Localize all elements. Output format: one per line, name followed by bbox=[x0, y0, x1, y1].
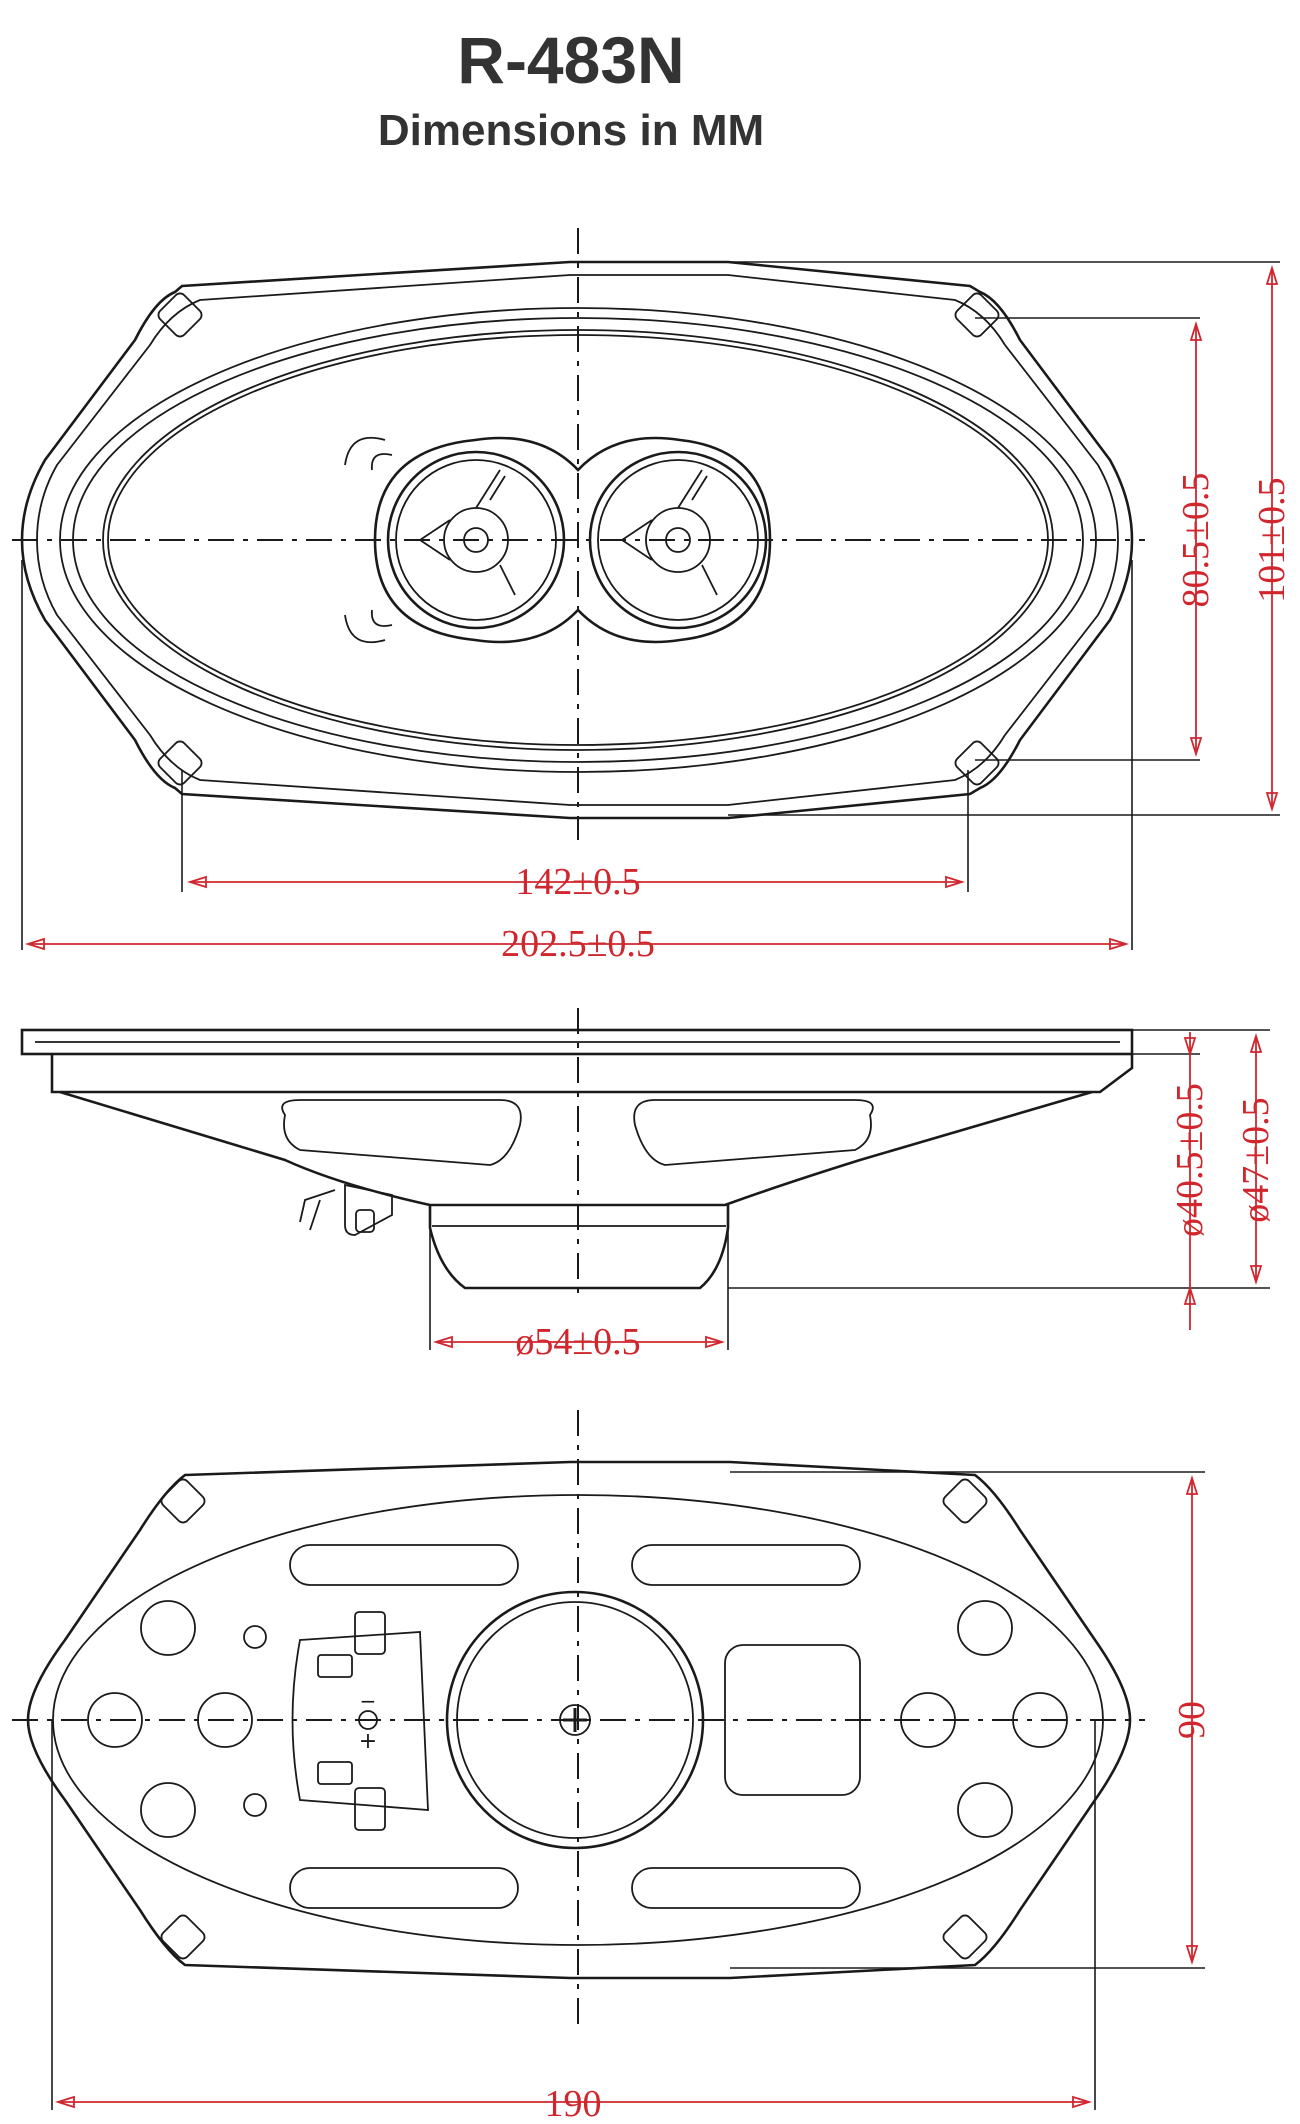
top-view: 142±0.5 202.5±0.5 80.5±0.5 101±0.5 bbox=[12, 228, 1293, 965]
rear-slot-tr bbox=[631, 1544, 861, 1586]
rear-mount-hole-bl bbox=[160, 1914, 206, 1960]
dim-arrows-190 bbox=[54, 2095, 1093, 2109]
rear-terminal-pos-post bbox=[317, 1761, 353, 1785]
dim-arrows-80 bbox=[1189, 320, 1203, 758]
terminal-positive-mark: + bbox=[359, 1729, 377, 1754]
side-magnet bbox=[428, 1205, 730, 1290]
dim-label-90: 90 bbox=[1171, 1701, 1213, 1739]
dim-arrows-40 bbox=[1183, 1037, 1197, 1305]
rear-terminal-pos-tab bbox=[354, 1611, 386, 1655]
dim-label-47: ø47±0.5 bbox=[1235, 1097, 1277, 1222]
mount-hole-bl bbox=[157, 740, 203, 786]
dim-arrows-90 bbox=[1185, 1474, 1199, 1966]
side-window-right bbox=[633, 1099, 874, 1166]
side-terminal-tab bbox=[355, 1209, 375, 1233]
rear-terminal-block bbox=[291, 1631, 429, 1811]
tweeter-clip-top bbox=[344, 436, 393, 471]
rear-terminal-neg-tab bbox=[354, 1787, 386, 1831]
side-view: ø40.5±0.5 ø47±0.5 ø54±0.5 bbox=[20, 1008, 1277, 1363]
dim-arrows-142 bbox=[186, 875, 966, 889]
rear-hole-r1 bbox=[957, 1600, 1013, 1656]
rear-plate bbox=[724, 1644, 861, 1796]
rear-view: − + 190 90 bbox=[12, 1410, 1213, 2124]
rear-hole-small-top bbox=[243, 1625, 267, 1649]
side-window-left bbox=[281, 1099, 522, 1166]
dim-label-142: 142±0.5 bbox=[515, 861, 640, 903]
top-mount-holes bbox=[157, 292, 1000, 786]
rear-hole-r4 bbox=[957, 1782, 1013, 1838]
dim-label-54: ø54±0.5 bbox=[515, 1321, 640, 1363]
rear-mount-hole-br bbox=[942, 1914, 988, 1960]
side-basket bbox=[59, 1090, 1093, 1207]
rear-hole-l2 bbox=[87, 1692, 143, 1748]
tweeter-left-spokes bbox=[418, 469, 516, 596]
rear-mount-hole-tl bbox=[160, 1478, 206, 1524]
rear-slot-br bbox=[631, 1867, 861, 1909]
rear-frame-outer bbox=[26, 1460, 1132, 1980]
rear-hole-l4 bbox=[140, 1782, 196, 1838]
mount-hole-tl bbox=[157, 292, 203, 338]
top-frame-outer bbox=[20, 260, 1134, 820]
units-caption: Dimensions in MM bbox=[377, 106, 765, 155]
dim-label-202: 202.5±0.5 bbox=[501, 923, 655, 965]
rear-mount-holes bbox=[160, 1478, 988, 1960]
rear-mount-hole-tr bbox=[942, 1478, 988, 1524]
tweeter-right-spokes bbox=[620, 469, 718, 596]
dim-label-40: ø40.5±0.5 bbox=[1169, 1083, 1211, 1237]
rear-terminal-neg-post bbox=[317, 1654, 353, 1678]
side-flange bbox=[50, 1054, 1134, 1094]
dim-arrows-202 bbox=[24, 937, 1130, 951]
dim-arrows-47 bbox=[1249, 1032, 1263, 1286]
dim-label-101: 101±0.5 bbox=[1251, 477, 1293, 602]
dim-label-80: 80.5±0.5 bbox=[1175, 473, 1217, 608]
dim-label-190: 190 bbox=[545, 2083, 602, 2124]
top-frame-inner bbox=[36, 274, 1119, 806]
mount-hole-br bbox=[954, 740, 1000, 786]
tweeter-bridge bbox=[373, 436, 772, 644]
dim-arrows-54 bbox=[432, 1335, 726, 1349]
rear-slot-tl bbox=[289, 1544, 519, 1586]
dim-arrows-101 bbox=[1265, 264, 1279, 813]
rear-slot-bl bbox=[289, 1867, 519, 1909]
mount-hole-tr bbox=[954, 292, 1000, 338]
rear-hole-l1 bbox=[140, 1600, 196, 1656]
rear-hole-small-bottom bbox=[243, 1793, 267, 1817]
terminal-negative-mark: − bbox=[360, 1689, 377, 1713]
model-number: R-483N bbox=[457, 23, 685, 97]
side-terminal bbox=[299, 1183, 393, 1236]
tweeter-clip-bottom bbox=[344, 609, 393, 644]
